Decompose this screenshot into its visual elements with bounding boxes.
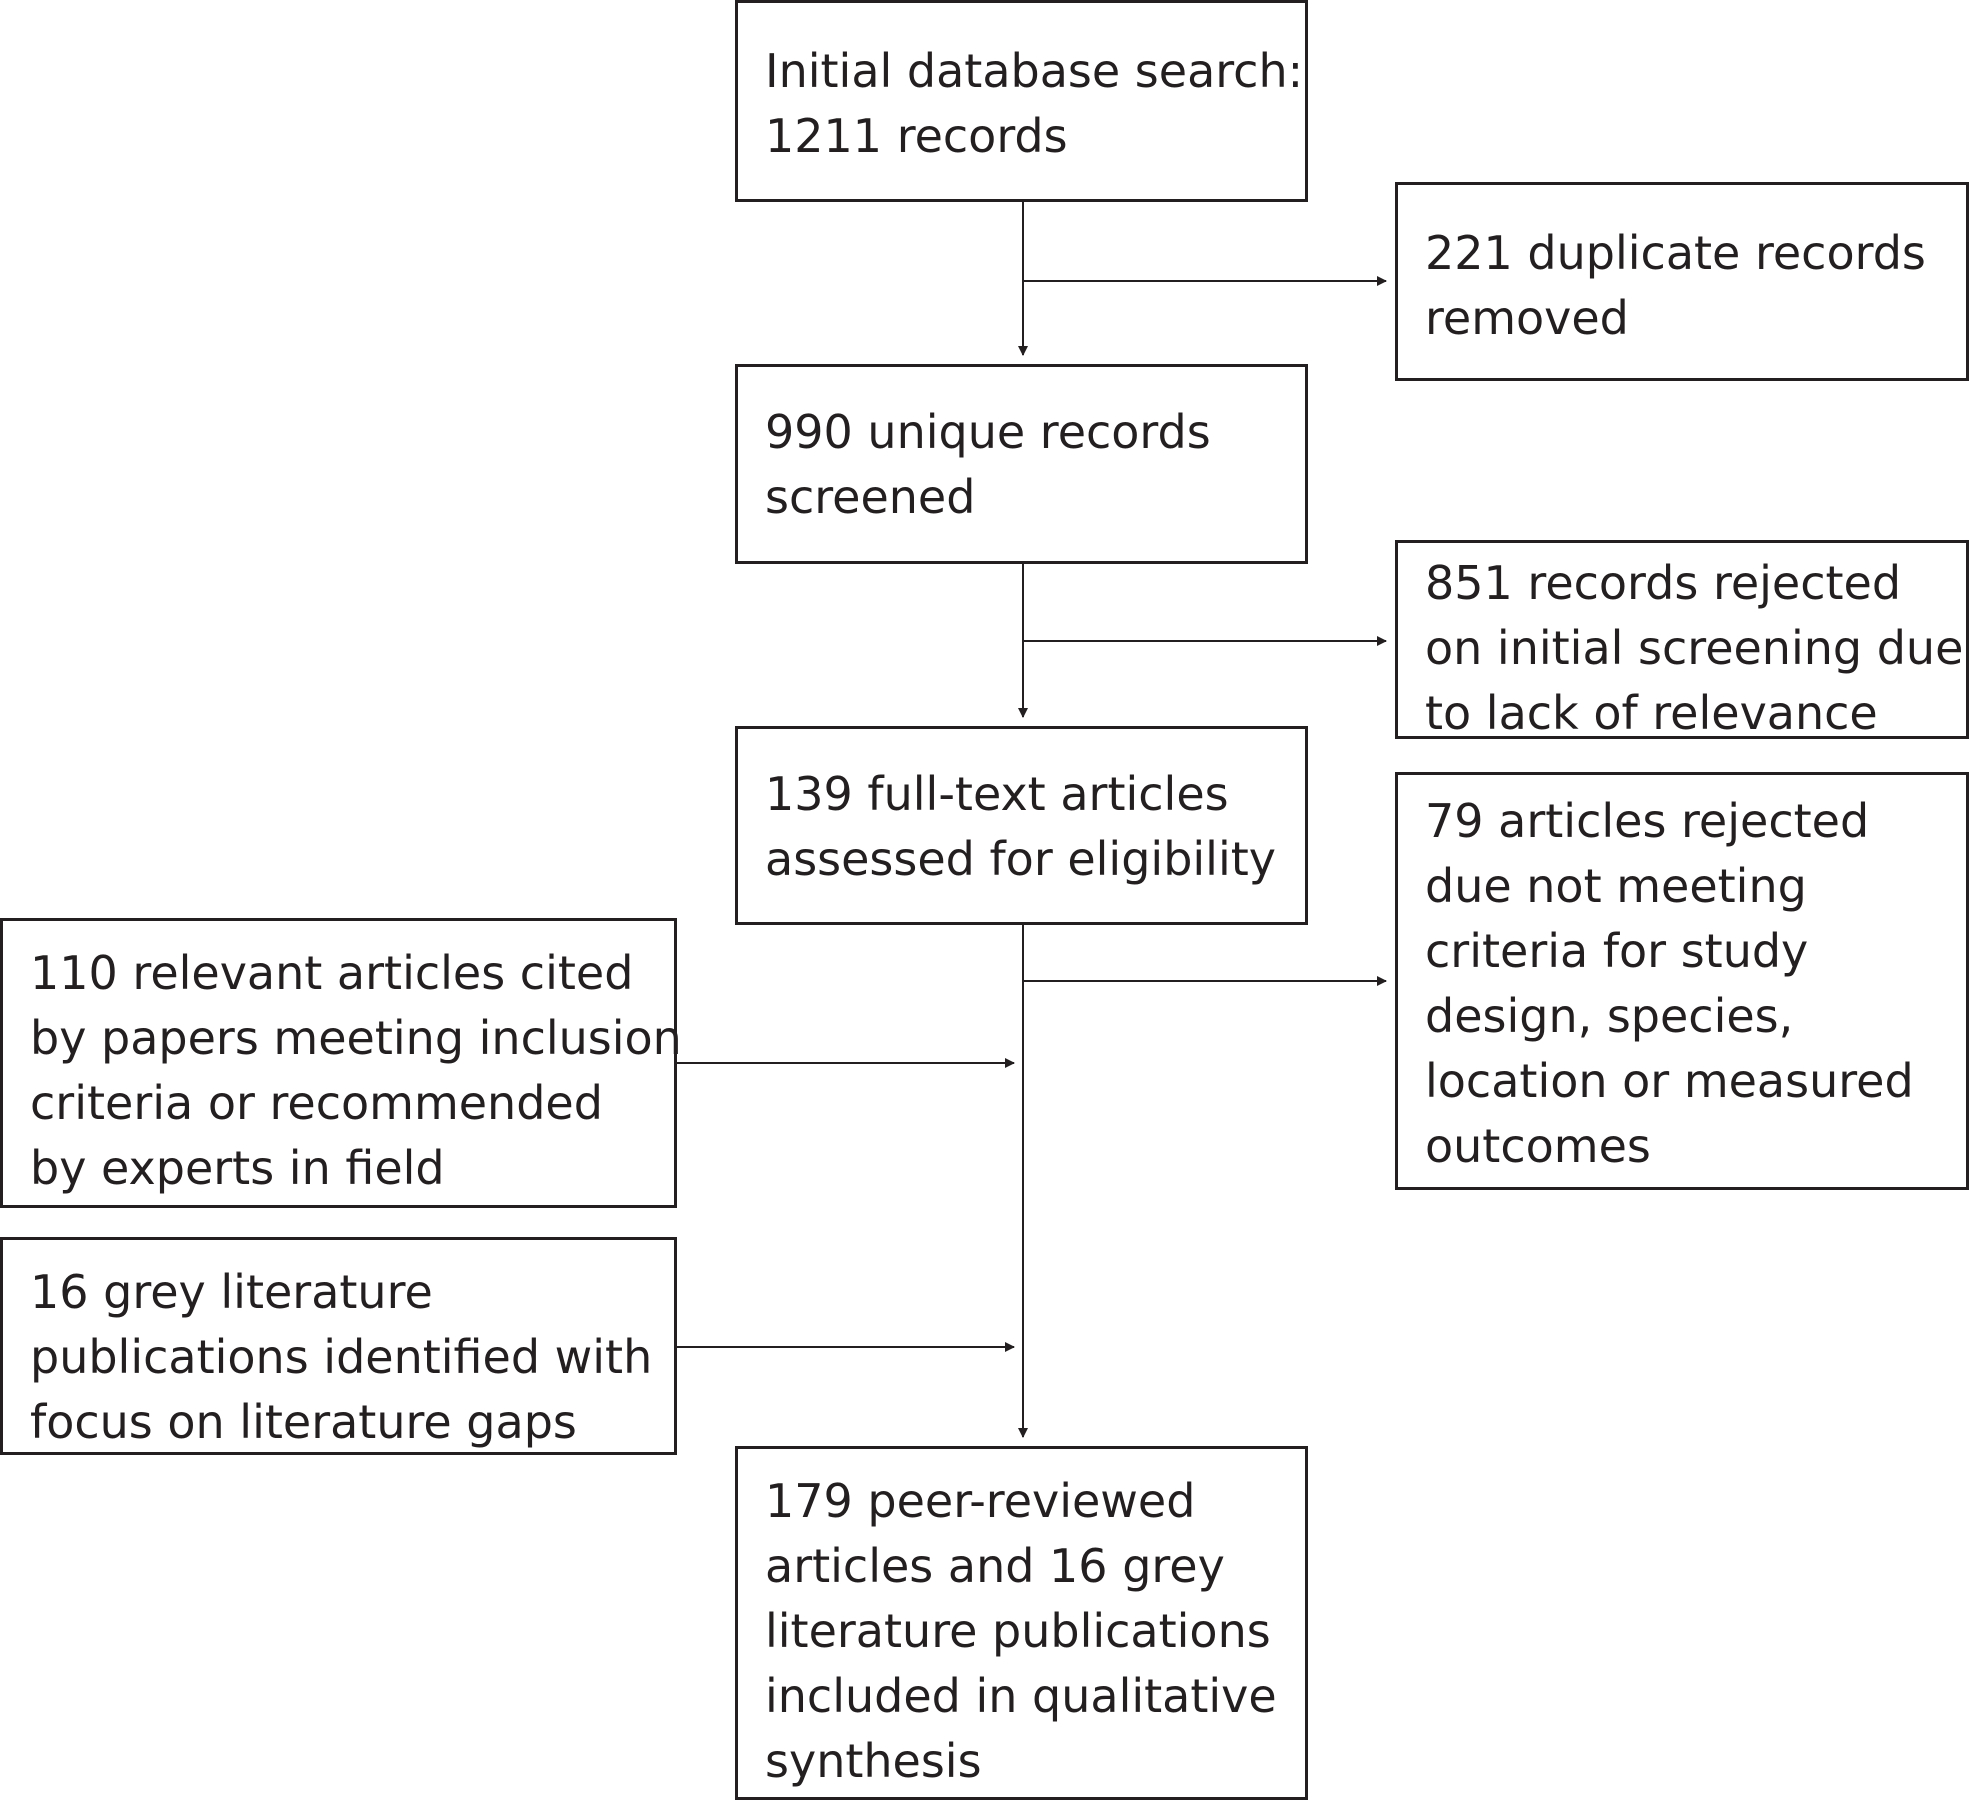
box-text-line: 851 records rejected bbox=[1425, 556, 1902, 610]
box-text-line: 179 peer-reviewed bbox=[765, 1474, 1196, 1528]
box-text-line: 139 full-text articles bbox=[765, 767, 1229, 821]
box-text-line: publications identified with bbox=[30, 1330, 653, 1384]
box-text-line: design, species, bbox=[1425, 989, 1794, 1043]
fulltext-assessed-box: 139 full-text articles assessed for elig… bbox=[735, 726, 1308, 925]
box-text-line: criteria for study bbox=[1425, 924, 1809, 978]
box-text-line: 16 grey literature bbox=[30, 1265, 433, 1319]
rejected-screening-box: 851 records rejected on initial screenin… bbox=[1395, 540, 1969, 740]
box-text-line: to lack of relevance bbox=[1425, 686, 1878, 740]
box-text-line: focus on literature gaps bbox=[30, 1395, 577, 1449]
box-text-line: articles and 16 grey bbox=[765, 1539, 1225, 1593]
box-text-line: 79 articles rejected bbox=[1425, 794, 1870, 848]
box-text-line: 221 duplicate records bbox=[1425, 226, 1926, 280]
box-text-line: by experts in field bbox=[30, 1141, 445, 1195]
box-text-line: 1211 records bbox=[765, 109, 1068, 163]
box-text-line: due not meeting bbox=[1425, 859, 1807, 913]
box-text-line: Initial database search: bbox=[765, 44, 1304, 98]
unique-records-screened-box: 990 unique records screened bbox=[735, 364, 1308, 564]
box-text-line: by papers meeting inclusion bbox=[30, 1011, 682, 1065]
box-text-line: included in qualitative bbox=[765, 1669, 1277, 1723]
initial-search-box: Initial database search: 1211 records bbox=[735, 0, 1308, 202]
cited-relevant-articles-box: 110 relevant articles cited by papers me… bbox=[0, 918, 682, 1208]
box-text-line: 110 relevant articles cited bbox=[30, 946, 634, 1000]
rejected-criteria-box: 79 articles rejected due not meeting cri… bbox=[1395, 772, 1969, 1190]
box-text-line: location or measured bbox=[1425, 1054, 1914, 1108]
box-text-line: synthesis bbox=[765, 1734, 982, 1788]
box-text-line: 990 unique records bbox=[765, 405, 1211, 459]
box-text-line: removed bbox=[1425, 291, 1629, 345]
box-text-line: screened bbox=[765, 470, 976, 524]
box-text-line: criteria or recommended bbox=[30, 1076, 603, 1130]
box-text-line: outcomes bbox=[1425, 1119, 1651, 1173]
included-synthesis-box: 179 peer-reviewed articles and 16 grey l… bbox=[735, 1446, 1308, 1800]
box-text-line: on initial screening due bbox=[1425, 621, 1964, 675]
grey-literature-box: 16 grey literature publications identifi… bbox=[0, 1237, 677, 1455]
box-text-line: assessed for eligibility bbox=[765, 832, 1276, 886]
duplicates-removed-box: 221 duplicate records removed bbox=[1395, 182, 1969, 381]
box-text-line: literature publications bbox=[765, 1604, 1271, 1658]
